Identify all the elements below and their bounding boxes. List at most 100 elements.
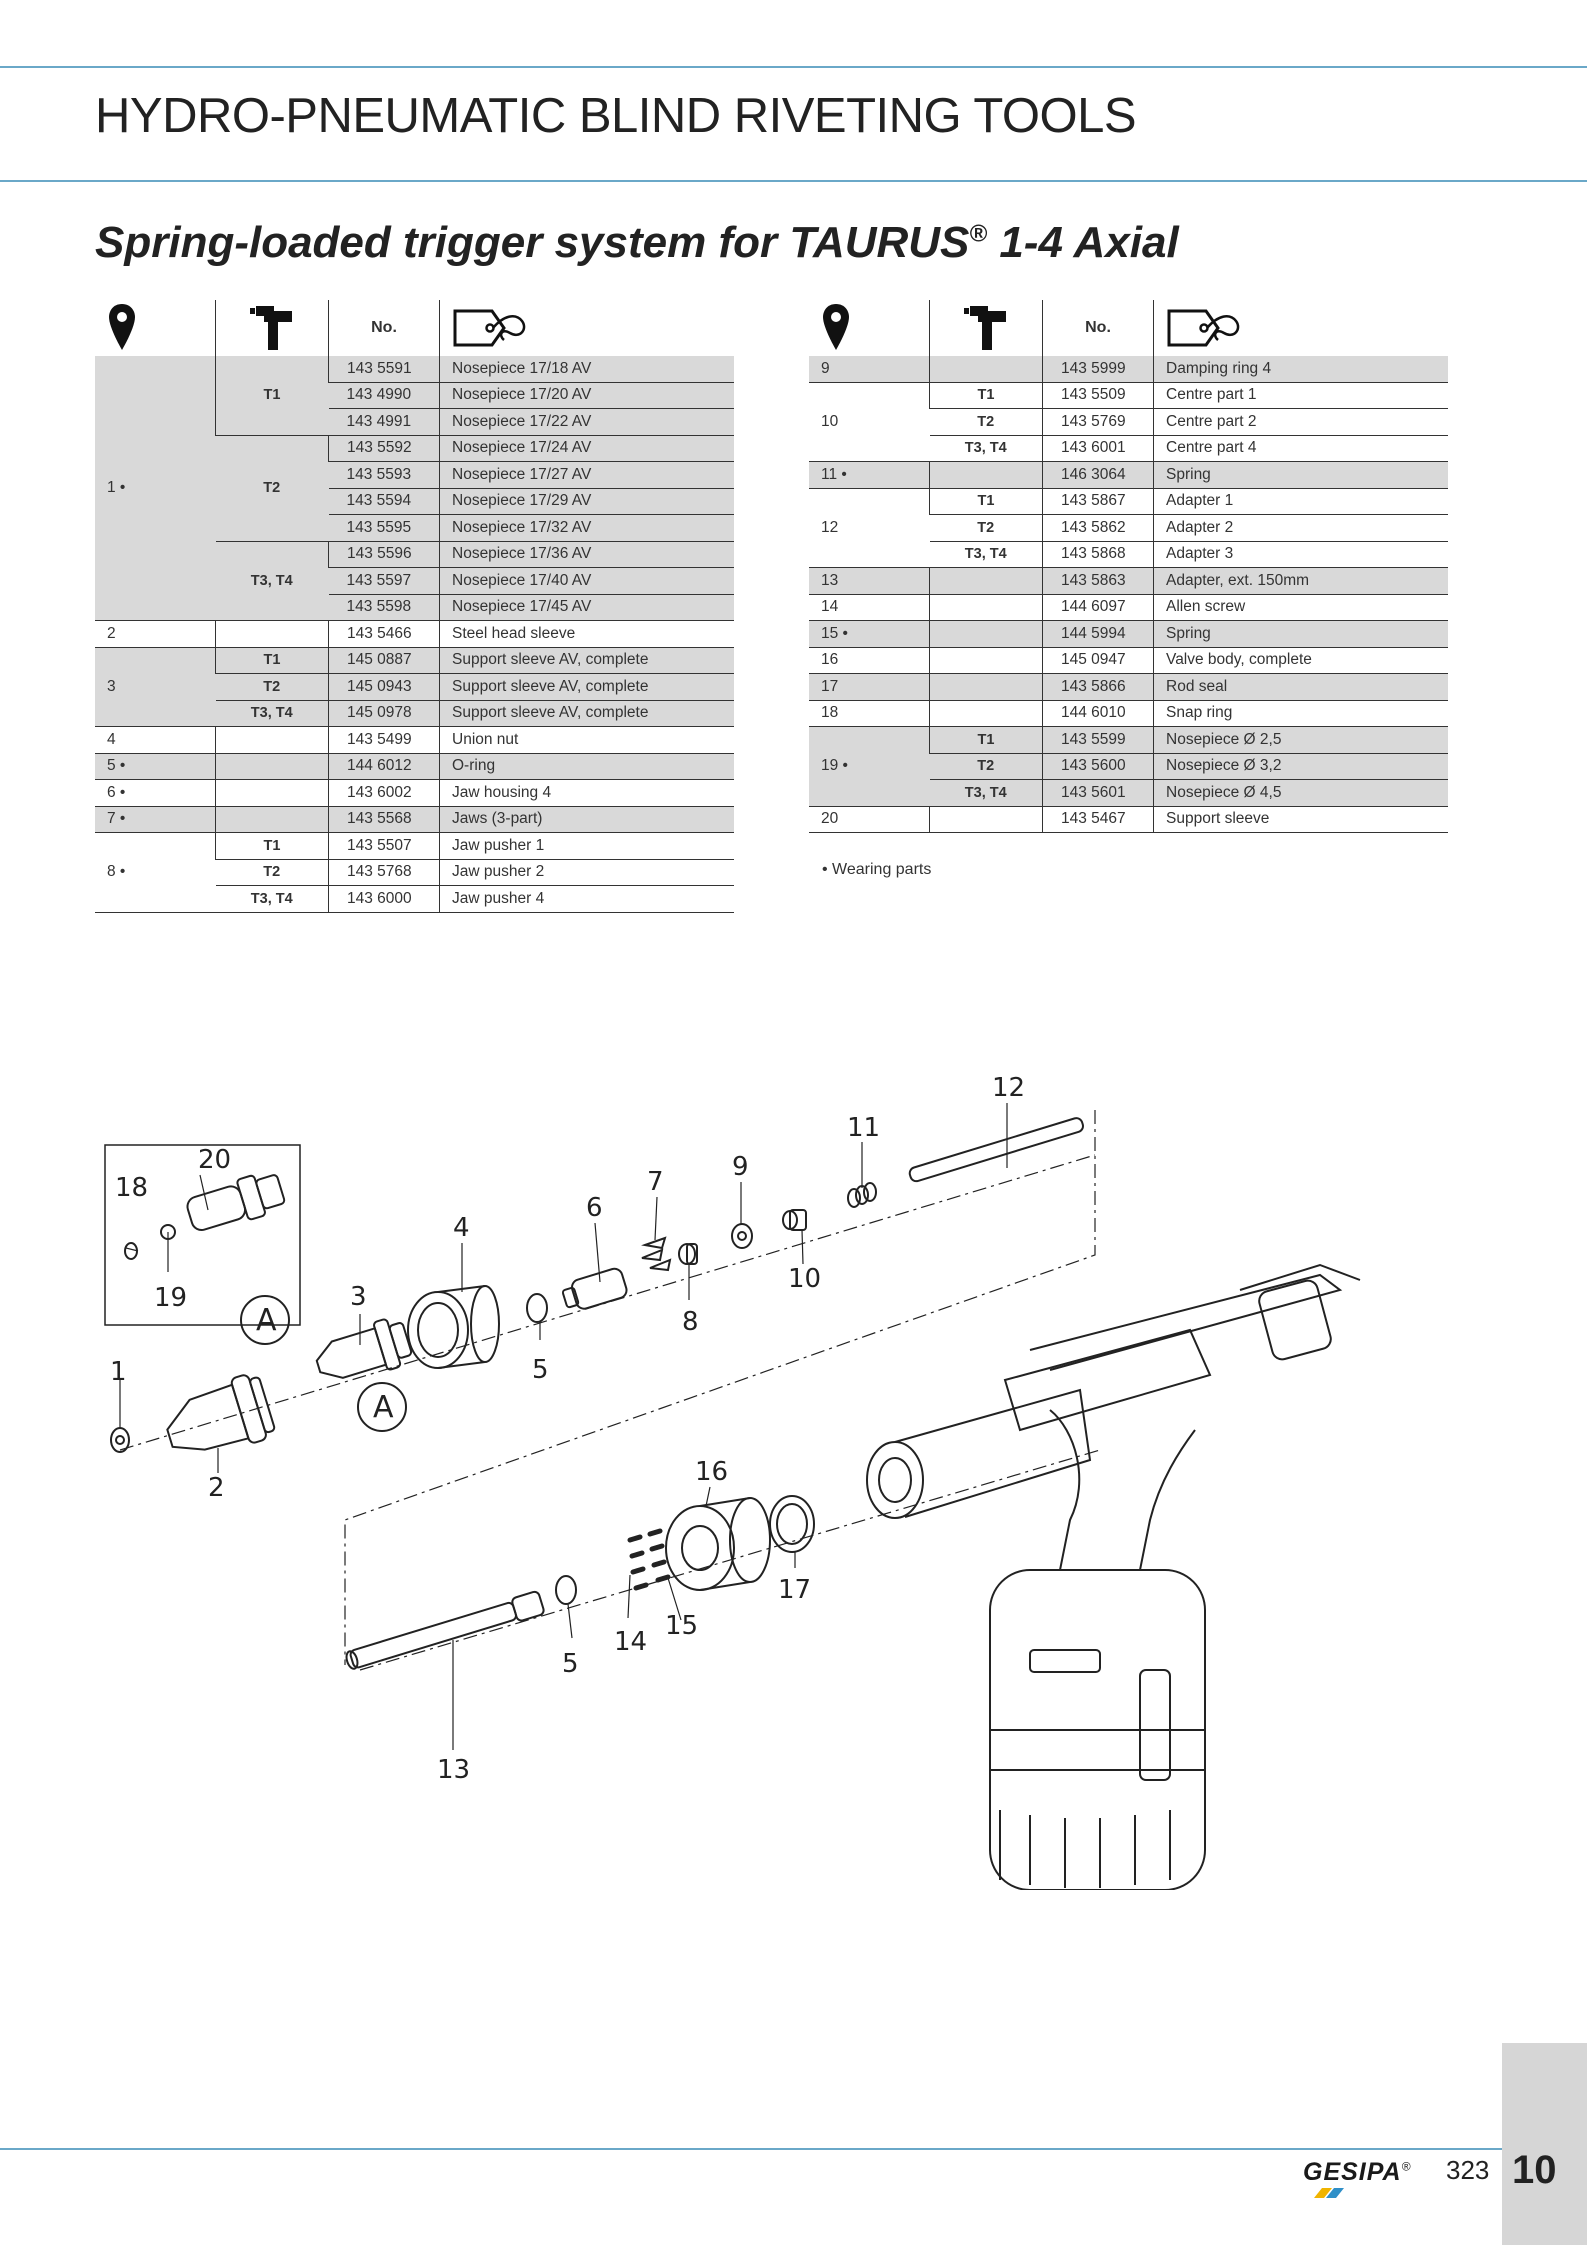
part-number-cell: 143 5868 [1042,541,1154,568]
tool-cell: T2 [215,673,329,701]
header-position [95,300,216,356]
part-18-snap-ring [124,1242,138,1260]
tool-cell: T2 [215,859,329,886]
position-cell: 14 [809,594,930,621]
part-number-cell: 146 3064 [1042,461,1154,489]
assembly-axis-upper [119,1154,1096,1451]
description-cell: Nosepiece 17/18 AV [439,356,734,383]
part-4-union-nut [407,1285,500,1369]
brand-logo: GESIPA® [1303,2158,1411,2187]
tool-cell: T1 [215,832,329,860]
position-cell: 16 [809,647,930,674]
description-cell: Adapter 1 [1153,488,1448,515]
header-tool [215,300,329,356]
part-5-o-ring-lower [555,1575,577,1605]
tool-cell [929,673,1043,701]
tool-cell [929,806,1043,833]
part-number-cell: 143 5594 [328,488,440,515]
part-number-cell: 143 5866 [1042,673,1154,701]
tool-cell: T3, T4 [215,700,329,727]
assembly-axis-lower [359,1449,1101,1671]
position-cell: 10 [809,382,930,462]
header-description [439,300,734,356]
part-10-centre-part [782,1209,807,1231]
description-cell: Jaws (3-part) [439,806,734,833]
page-title: HYDRO-PNEUMATIC BLIND RIVETING TOOLS [95,89,1137,143]
callout-20: 20 [198,1145,231,1175]
part-number-cell: 145 0978 [328,700,440,727]
callout-1: 1 [110,1357,127,1387]
description-cell: Support sleeve [1153,806,1448,833]
header-description [1153,300,1448,356]
footer-rule [0,2148,1502,2150]
assembly-axis-frame [344,1110,1096,1665]
part-number-cell: 144 6010 [1042,700,1154,727]
part-number-cell: 143 5597 [328,567,440,595]
description-cell: Adapter 3 [1153,541,1448,568]
subtitle-tail: 1-4 Axial [987,218,1179,267]
description-cell: Nosepiece 17/36 AV [439,541,734,568]
description-cell: Nosepiece 17/32 AV [439,514,734,542]
part-number-cell: 143 5599 [1042,726,1154,754]
description-cell: Nosepiece Ø 2,5 [1153,726,1448,754]
position-cell: 13 [809,567,930,595]
callout-7: 7 [647,1167,664,1197]
description-cell: Support sleeve AV, complete [439,647,734,674]
position-cell: 3 [95,647,216,727]
part-1-nosepiece [110,1427,130,1453]
part-number-cell: 143 4991 [328,408,440,436]
header-tool [929,300,1043,356]
callout-12: 12 [992,1073,1025,1103]
price-tag-icon [1167,309,1240,347]
part-number-cell: 143 5593 [328,461,440,489]
detail-marker-a-upper [240,1295,290,1345]
callout-8: 8 [682,1307,699,1337]
part-number-cell: 144 5994 [1042,620,1154,648]
subtitle-text: Spring-loaded trigger system for TAURUS [95,218,970,267]
description-cell: Valve body, complete [1153,647,1448,674]
callout-17: 17 [778,1575,811,1605]
tool-cell: T1 [929,726,1043,754]
tool-cell: T3, T4 [215,885,329,913]
tool-cell [215,620,329,648]
part-number-cell: 144 6097 [1042,594,1154,621]
top-rule [0,66,1587,68]
location-pin-icon [823,304,849,350]
description-cell: Jaw pusher 4 [439,885,734,913]
part-number-cell: 145 0887 [328,647,440,674]
callout-5-upper: 5 [532,1355,549,1385]
callout-18: 18 [115,1173,148,1203]
part-number-cell: 143 5601 [1042,779,1154,807]
part-3-support-sleeve [315,1318,413,1379]
part-number-cell: 143 5600 [1042,753,1154,780]
description-cell: Nosepiece 17/45 AV [439,594,734,621]
tool-cell: T3, T4 [929,779,1043,807]
wearing-parts-note: • Wearing parts [822,861,932,878]
brand-name: GESIPA [1303,2158,1402,2186]
tool-cell: T2 [929,408,1043,436]
riveting-tool-icon [250,306,292,350]
part-number-cell: 144 6012 [328,753,440,780]
part-number-cell: 143 5507 [328,832,440,860]
tool-cell [929,620,1043,648]
table-header: No. [95,300,734,356]
description-cell: Nosepiece 17/29 AV [439,488,734,515]
